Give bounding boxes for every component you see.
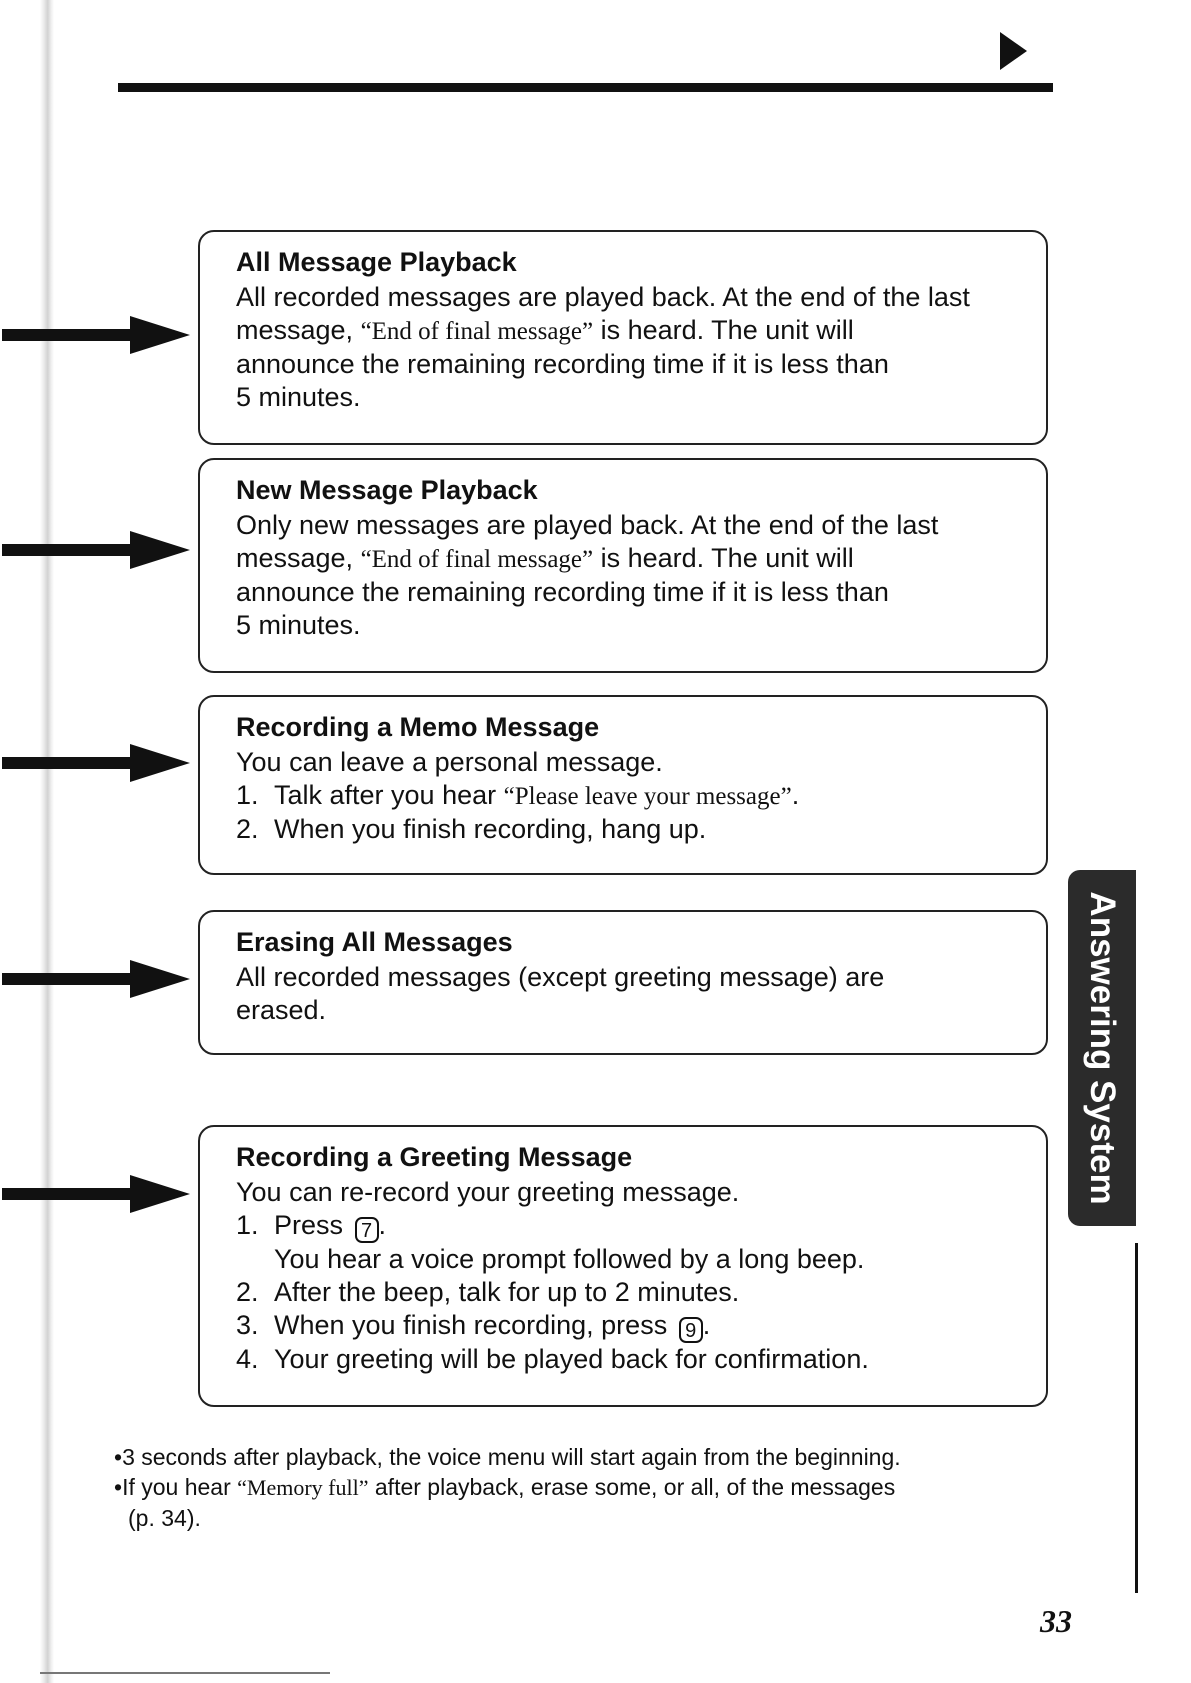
step-item: 4. Your greeting will be played back for … [236,1343,1022,1376]
bullet-icon: • [114,1474,123,1500]
body-line: announce the remaining recording time if… [236,349,889,379]
text-span: Press [274,1210,351,1240]
text-span: When you finish recording, press [274,1310,675,1340]
step-number: 1. [236,780,259,810]
step-text: After the beep, talk for up to 2 minutes… [274,1277,740,1307]
recording-greeting-message-box: Recording a Greeting Message You can re-… [198,1125,1048,1407]
note-text: 3 seconds after playback, the voice menu… [122,1444,901,1470]
arrow-right-icon [2,960,190,998]
section-tab: Answering System [1068,870,1136,1226]
step-number: 2. [236,814,259,844]
step-number: 4. [236,1344,259,1374]
step-number: 1. [236,1210,259,1240]
key-9-icon: 9 [678,1317,703,1343]
bullet-icon: • [114,1444,123,1470]
section-tab-label: Answering System [1083,891,1122,1205]
text-span: is heard. The unit will [593,315,854,345]
note-text: If you hear [122,1474,238,1500]
intro-line: You can re-record your greeting message. [236,1177,740,1207]
text-span: Talk after you hear [274,780,504,810]
quote-span: “End of final message” [360,318,594,345]
top-rule [118,83,1053,92]
book-binding-edge [40,0,54,1683]
step-item: 2. When you finish recording, hang up. [236,813,1022,846]
text-span: is heard. The unit will [593,543,854,573]
step-number: 2. [236,1277,259,1307]
bottom-rule [40,1672,330,1674]
note-item: •3 seconds after playback, the voice men… [114,1442,1014,1472]
box-title: Recording a Memo Message [236,712,600,742]
quote-span: “End of final message” [360,546,594,573]
step-number: 3. [236,1310,259,1340]
step-item: 2. After the beep, talk for up to 2 minut… [236,1276,1022,1309]
text-span: message, [236,543,361,573]
arrow-right-icon [2,744,190,782]
text-span: message, [236,315,361,345]
body-line: announce the remaining recording time if… [236,577,889,607]
body-line: Only new messages are played back. At th… [236,510,939,540]
text-span: . [378,1210,387,1240]
box-title: Recording a Greeting Message [236,1142,633,1172]
page-number: 33 [1040,1603,1072,1639]
body-line: 5 minutes. [236,610,361,640]
all-message-playback-box: All Message Playback All recorded messag… [198,230,1048,445]
note-item: •If you hear “Memory full” after playbac… [114,1472,1014,1503]
steps-list: 1. Press 7. You hear a voice prompt follow… [236,1209,1022,1376]
quote-span: “Memory full” [237,1475,369,1500]
continue-arrow-icon [1000,32,1027,70]
steps-list: 1. Talk after you hear “Please leave your… [236,779,1022,846]
box-body: Only new messages are played back. At th… [236,509,1022,642]
box-title: All Message Playback [236,247,517,277]
key-7-icon: 7 [354,1217,379,1243]
box-title: Erasing All Messages [236,927,513,957]
body-line: message, “End of final message” is heard… [236,542,1022,576]
note-continuation: (p. 34). [128,1505,201,1531]
text-span: . [791,780,800,810]
box-body: You can leave a personal message. 1. Talk… [236,746,1022,846]
step-item: 1. Press 7. You hear a voice prompt follow… [236,1209,1022,1276]
recording-memo-message-box: Recording a Memo Message You can leave a… [198,695,1048,875]
body-line: erased. [236,995,327,1025]
step-item: 1. Talk after you hear “Please leave your… [236,779,1022,813]
arrow-right-icon [2,531,190,569]
erasing-all-messages-box: Erasing All Messages All recorded messag… [198,910,1048,1055]
text-span: . [702,1310,711,1340]
right-rule [1135,1243,1138,1593]
body-line: All recorded messages are played back. A… [236,282,970,312]
step-item: 3. When you finish recording, press 9. [236,1309,1022,1343]
box-title: New Message Playback [236,475,538,505]
box-body: You can re-record your greeting message.… [236,1176,1022,1376]
intro-line: You can leave a personal message. [236,747,663,777]
body-line: message, “End of final message” is heard… [236,314,1022,348]
body-line: All recorded messages (except greeting m… [236,962,885,992]
box-body: All recorded messages (except greeting m… [236,961,1022,1027]
body-line: 5 minutes. [236,382,361,412]
box-body: All recorded messages are played back. A… [236,281,1022,414]
arrow-right-icon [2,1175,190,1213]
footnotes: •3 seconds after playback, the voice men… [114,1442,1014,1533]
step-text: Your greeting will be played back for co… [274,1344,869,1374]
quote-span: “Please leave your message” [503,783,792,810]
note-text: after playback, erase some, or all, of t… [368,1474,896,1500]
arrow-right-icon [2,316,190,354]
step-text: When you finish recording, hang up. [274,814,707,844]
step-subtext: You hear a voice prompt followed by a lo… [274,1244,865,1274]
new-message-playback-box: New Message Playback Only new messages a… [198,458,1048,673]
